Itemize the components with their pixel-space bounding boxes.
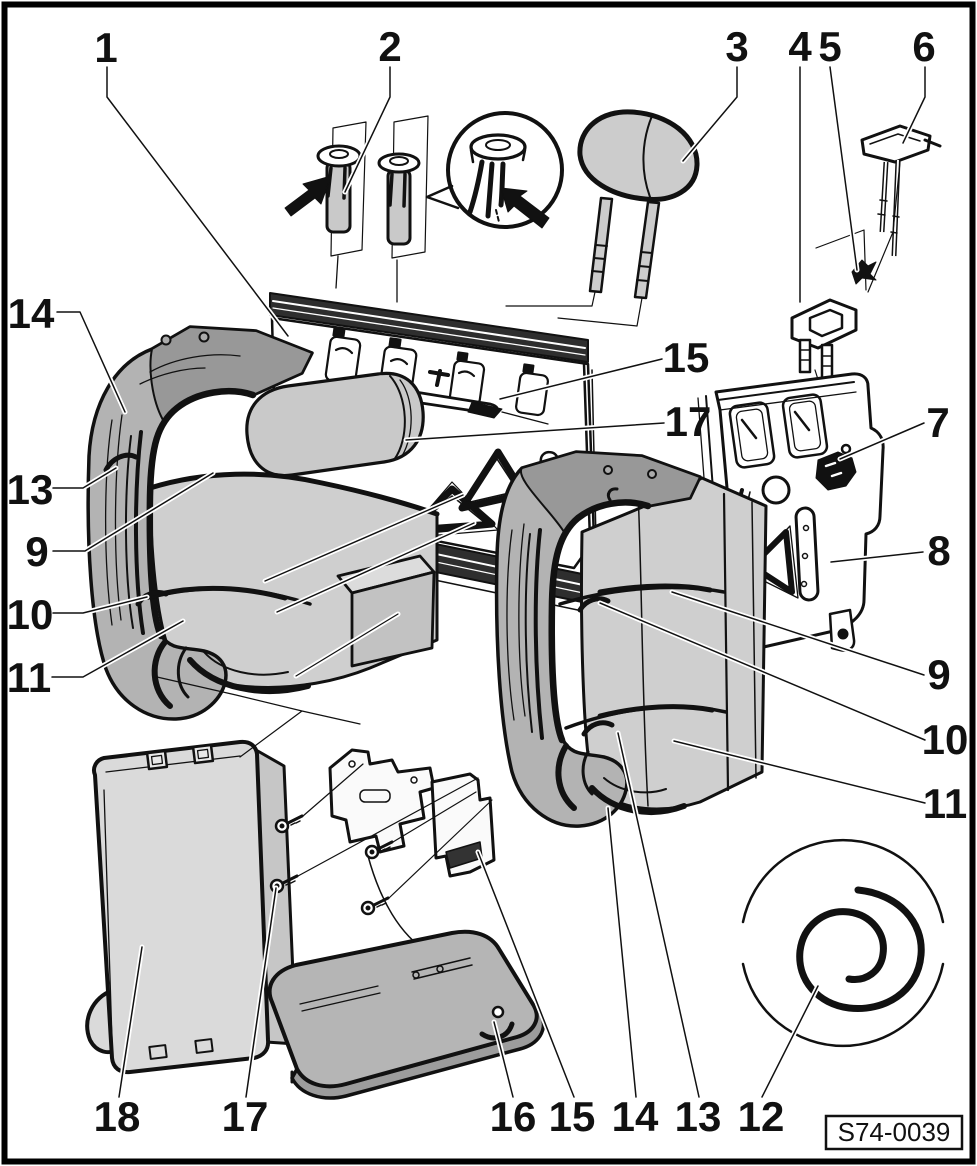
leader-casing-2 xyxy=(342,64,393,195)
callout-3: 3 xyxy=(725,23,748,70)
figure-code-box: S74-0039 xyxy=(824,1114,964,1151)
press-arrow-icon xyxy=(500,187,550,229)
callout-6: 6 xyxy=(912,23,935,70)
callout-17: 17 xyxy=(222,1093,269,1140)
figure-code: S74-0039 xyxy=(838,1117,951,1147)
callout-13: 13 xyxy=(675,1093,722,1140)
leader-line-14 xyxy=(607,807,637,1098)
callout-14: 14 xyxy=(8,290,55,337)
leader-line-11 xyxy=(673,740,926,804)
callout-4: 4 xyxy=(788,23,812,70)
callout-11: 11 xyxy=(7,654,51,701)
callout-5: 5 xyxy=(818,23,841,70)
callout-7: 7 xyxy=(926,399,949,446)
callout-14: 14 xyxy=(612,1093,659,1140)
leader-line-10 xyxy=(599,602,926,741)
callout-15: 15 xyxy=(549,1093,596,1140)
leader-line-11 xyxy=(51,620,184,678)
leader-line-17 xyxy=(245,887,277,1098)
leader-line-10 xyxy=(52,596,148,614)
callout-9: 9 xyxy=(927,651,950,698)
part-guide-sleeves xyxy=(284,115,429,303)
leader-line-15 xyxy=(477,851,575,1098)
part-left-seat xyxy=(86,325,440,721)
callout-9: 9 xyxy=(25,528,48,575)
leader-line-5 xyxy=(829,66,858,271)
callout-10: 10 xyxy=(922,716,969,763)
leader-line-17 xyxy=(405,422,665,441)
leader-line-12 xyxy=(761,985,819,1098)
leader-casing-1 xyxy=(104,64,291,339)
callout-10: 10 xyxy=(7,591,54,638)
part-bracket-assembly xyxy=(269,748,496,953)
leader-line-18 xyxy=(118,946,143,1098)
detail-balloon xyxy=(425,111,564,229)
leader-line-7 xyxy=(839,422,925,460)
part-armrest xyxy=(267,929,546,1100)
leader-line-13 xyxy=(617,732,700,1098)
part-backrest-panel xyxy=(85,739,298,1075)
part-lock-7 xyxy=(815,443,857,491)
callout-18: 18 xyxy=(94,1093,141,1140)
leader-line-2 xyxy=(344,66,391,193)
construction-lines xyxy=(156,492,477,758)
callout-1: 1 xyxy=(94,24,117,71)
press-arrow-icon xyxy=(284,175,332,217)
callout-11: 11 xyxy=(923,780,967,827)
callout-16: 16 xyxy=(490,1093,537,1140)
callout-2: 2 xyxy=(378,23,401,70)
part-latch-group xyxy=(790,124,942,393)
screw-icon xyxy=(360,896,390,916)
screw-icon xyxy=(364,840,394,860)
part-right-seat xyxy=(494,450,768,828)
leader-line-9 xyxy=(52,472,214,552)
part-headrest xyxy=(505,109,700,327)
leader-line-1 xyxy=(106,66,289,337)
leader-line-13 xyxy=(52,467,117,489)
leader-line-14 xyxy=(56,311,126,413)
screw-icon xyxy=(274,814,304,834)
callout-13: 13 xyxy=(7,466,54,513)
leader-line-8 xyxy=(830,551,924,563)
callout-8: 8 xyxy=(927,527,950,574)
callout-17: 17 xyxy=(665,398,712,445)
leader-line-9 xyxy=(671,591,925,676)
callout-15: 15 xyxy=(663,334,710,381)
leader-line-15 xyxy=(499,358,663,400)
t-bracket xyxy=(428,369,450,387)
leader-line-3 xyxy=(682,66,738,162)
leader-line-16 xyxy=(493,1021,514,1098)
callout-12: 12 xyxy=(738,1093,785,1140)
part-spring-detail xyxy=(741,838,945,1048)
leader-line-6 xyxy=(902,66,926,144)
